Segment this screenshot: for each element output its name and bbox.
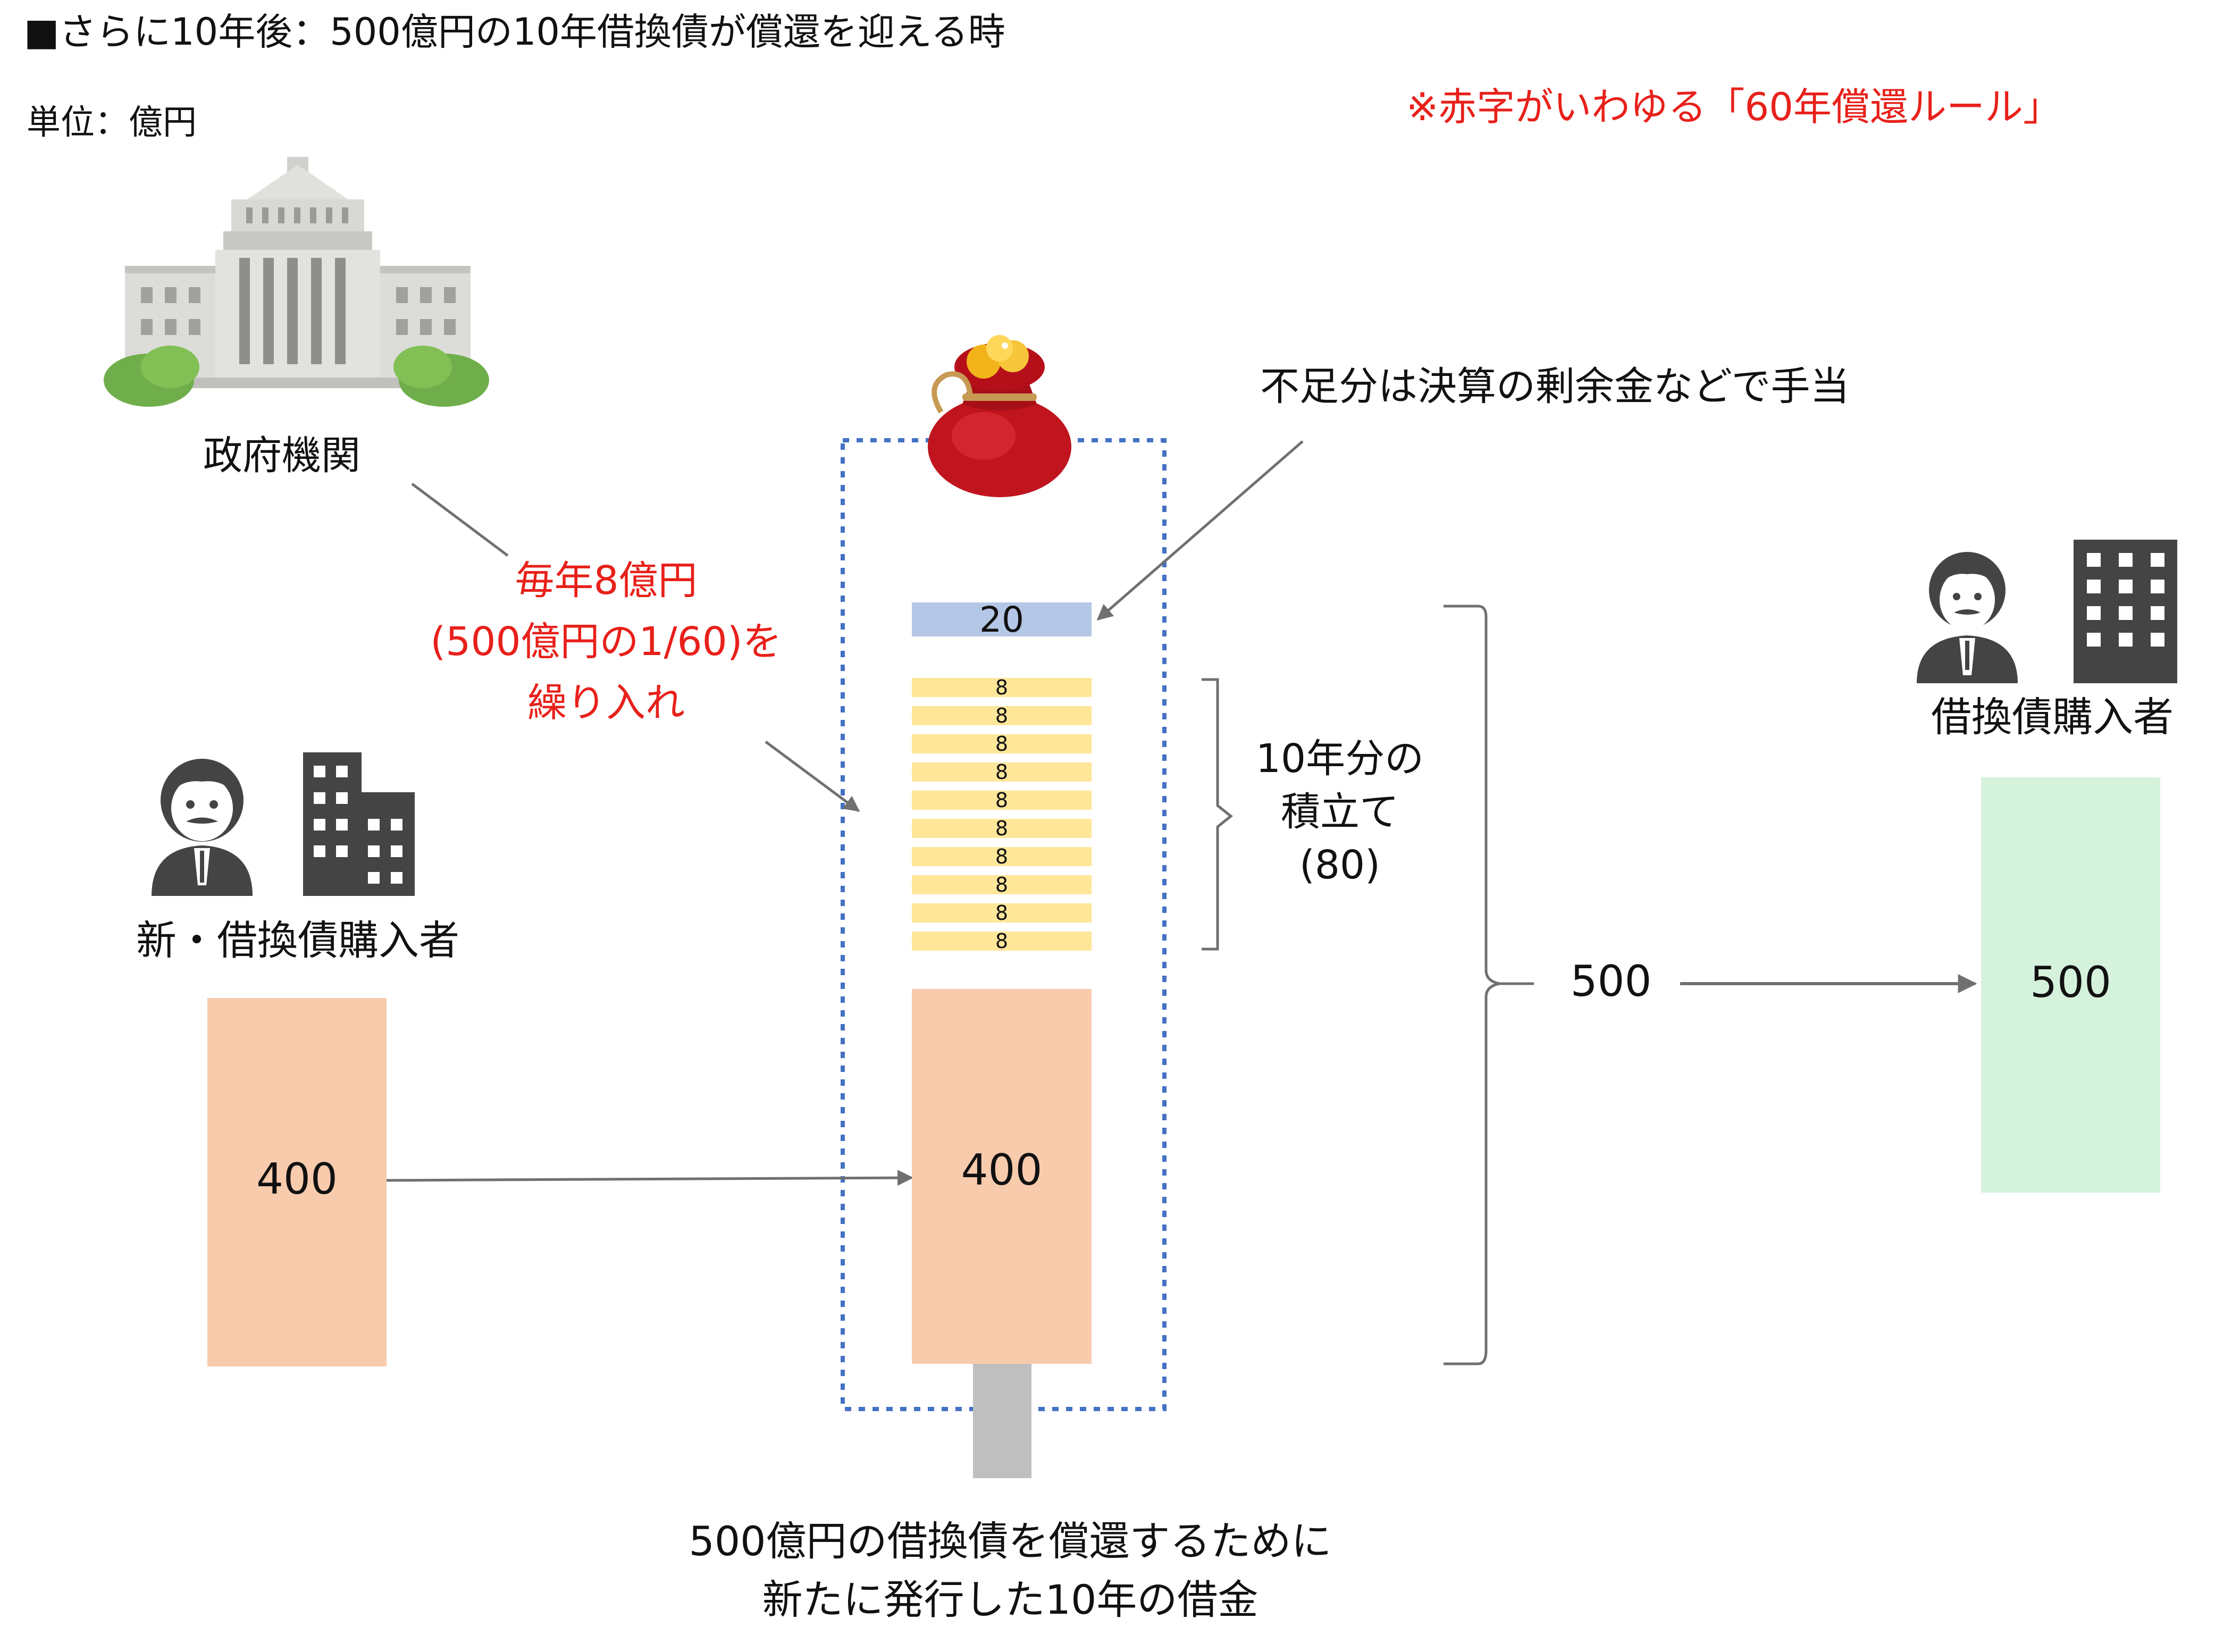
bond-buyer-value: 500 (2030, 958, 2111, 1007)
yearly-block: 8 (912, 929, 1092, 953)
contribution-line-3: 繰り入れ (527, 680, 685, 726)
contribution-line-2: (500億円の1/60)を (430, 619, 782, 665)
new-debt-arrow (385, 1170, 913, 1186)
government-building-icon (104, 157, 489, 407)
contribution-line-1: 毎年8億円 (515, 558, 698, 603)
money-bag-icon (928, 335, 1071, 497)
bottom-note-line-1: 500億円の借換債を償還するために (689, 1517, 1332, 1565)
government-connector-line (411, 483, 509, 557)
total-brace (1444, 605, 1534, 1365)
accumulation-line-1: 10年分の (1255, 736, 1424, 782)
yearly-block: 8 (912, 789, 1092, 812)
shortfall-note: 不足分は決算の剰余金などで手当 (1260, 364, 1850, 409)
office-building-icon (2074, 540, 2177, 683)
new-debt-block: 400 (912, 989, 1092, 1364)
total-value: 500 (1570, 957, 1652, 1006)
bond-buyer-icons (1917, 540, 2177, 683)
accumulation-bracket (1202, 678, 1234, 951)
yearly-block: 8 (912, 845, 1092, 868)
contribution-arrow (765, 740, 860, 812)
businessman-icon (1917, 552, 2018, 683)
new-buyer-label: 新・借換債購入者 (136, 917, 459, 964)
new-buyer-value: 400 (256, 1154, 338, 1204)
yearly-block: 8 (912, 901, 1092, 925)
yearly-block: 8 (912, 704, 1092, 727)
bond-buyer-label: 借換債購入者 (1931, 693, 2174, 741)
new-debt-value: 400 (961, 1145, 1043, 1195)
rule-note: ※赤字がいわゆる「60年償還ルール」 (1406, 85, 2061, 129)
new-buyer-icons (152, 752, 415, 896)
surplus-block: 20 (912, 599, 1092, 640)
government-label: 政府機関 (203, 433, 360, 479)
yearly-contribution-stack: 8 8 8 8 8 8 8 8 8 8 (912, 676, 1092, 953)
yearly-block: 8 (912, 760, 1092, 784)
accumulation-line-2: 積立て (1281, 789, 1399, 835)
new-buyer-block: 400 (207, 998, 387, 1366)
businessman-icon (152, 759, 253, 896)
office-building-icon (303, 752, 415, 896)
shortfall-arrow (1096, 440, 1304, 620)
yearly-block: 8 (912, 817, 1092, 840)
yearly-block: 8 (912, 676, 1092, 699)
yearly-block: 8 (912, 873, 1092, 896)
page-title: ■さらに10年後：500億円の10年借換債が償還を迎える時 (24, 10, 1005, 54)
yearly-block: 8 (912, 732, 1092, 756)
unit-label: 単位：億円 (27, 103, 197, 142)
accumulation-line-3: (80) (1299, 842, 1380, 888)
fund-container (841, 438, 1167, 1411)
bond-buyer-block: 500 (1981, 777, 2160, 1193)
bottom-note-line-2: 新たに発行した10年の借金 (762, 1576, 1258, 1623)
